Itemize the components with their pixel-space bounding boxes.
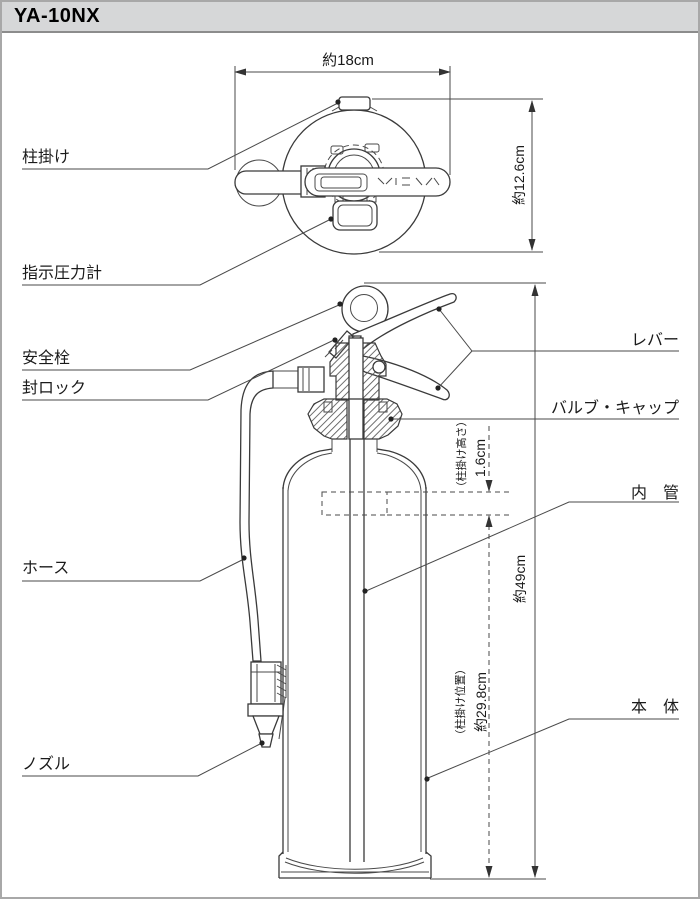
- wall-hook-tab: [331, 96, 378, 112]
- svg-text:指示圧力計: 指示圧力計: [22, 264, 102, 282]
- hose: [239, 370, 274, 662]
- svg-text:封ロック: 封ロック: [22, 379, 86, 397]
- dim-depth-12-6cm: 約12.6cm: [372, 98, 543, 253]
- lever-marking: [377, 177, 440, 186]
- svg-text:1.6cm: 1.6cm: [472, 439, 488, 477]
- upper-lever: [351, 292, 457, 351]
- dim-hook-position: （柱掛け位置） 約29.8cm: [453, 515, 493, 878]
- svg-text:（柱掛け位置）: （柱掛け位置）: [453, 664, 467, 741]
- dim-width-18cm: 約18cm: [234, 52, 451, 175]
- svg-text:ノズル: ノズル: [22, 755, 70, 773]
- label-body: 本 体: [424, 698, 679, 782]
- svg-text:（柱掛け高さ）: （柱掛け高さ）: [454, 416, 468, 493]
- cylinder-body: [282, 439, 427, 854]
- label-pressure-gauge: 指示圧力計: [22, 216, 334, 286]
- label-safety-pin: 安全栓: [22, 301, 343, 371]
- dim-height-49cm: 約49cm: [364, 282, 546, 880]
- label-hose: ホース: [22, 555, 247, 582]
- label-seal-lock: 封ロック: [22, 337, 338, 401]
- label-inner-tube: 内 管: [362, 484, 679, 594]
- hose-connector: [273, 366, 325, 393]
- svg-text:安全栓: 安全栓: [22, 349, 70, 367]
- model-number: YA-10NX: [14, 5, 101, 27]
- svg-text:バルブ・キャップ: バルブ・キャップ: [551, 398, 679, 417]
- svg-text:約49cm: 約49cm: [512, 555, 528, 603]
- svg-text:柱掛け: 柱掛け: [22, 148, 70, 166]
- base: [278, 851, 432, 879]
- dim-hook-height: （柱掛け高さ） 1.6cm: [454, 416, 493, 493]
- label-wall-hook: 柱掛け: [22, 99, 341, 170]
- top-view: [234, 96, 451, 255]
- label-nozzle: ノズル: [22, 740, 265, 777]
- valve-cap: [307, 398, 403, 440]
- nozzle: [247, 661, 287, 748]
- svg-text:内 管: 内 管: [631, 484, 679, 502]
- label-lever: レバー: [435, 306, 679, 391]
- side-view: [239, 285, 510, 879]
- svg-text:レバー: レバー: [631, 332, 679, 349]
- label-valve-cap: バルブ・キャップ: [388, 398, 679, 422]
- inner-tube: [349, 439, 365, 862]
- svg-text:約12.6cm: 約12.6cm: [511, 145, 527, 205]
- title-bar: YA-10NX: [2, 2, 698, 33]
- pressure-gauge: [332, 195, 378, 231]
- lever-top: [304, 167, 451, 197]
- svg-text:約29.8cm: 約29.8cm: [473, 672, 489, 732]
- svg-text:約18cm: 約18cm: [322, 52, 374, 69]
- svg-text:ホース: ホース: [22, 560, 69, 577]
- svg-text:本 体: 本 体: [631, 698, 679, 716]
